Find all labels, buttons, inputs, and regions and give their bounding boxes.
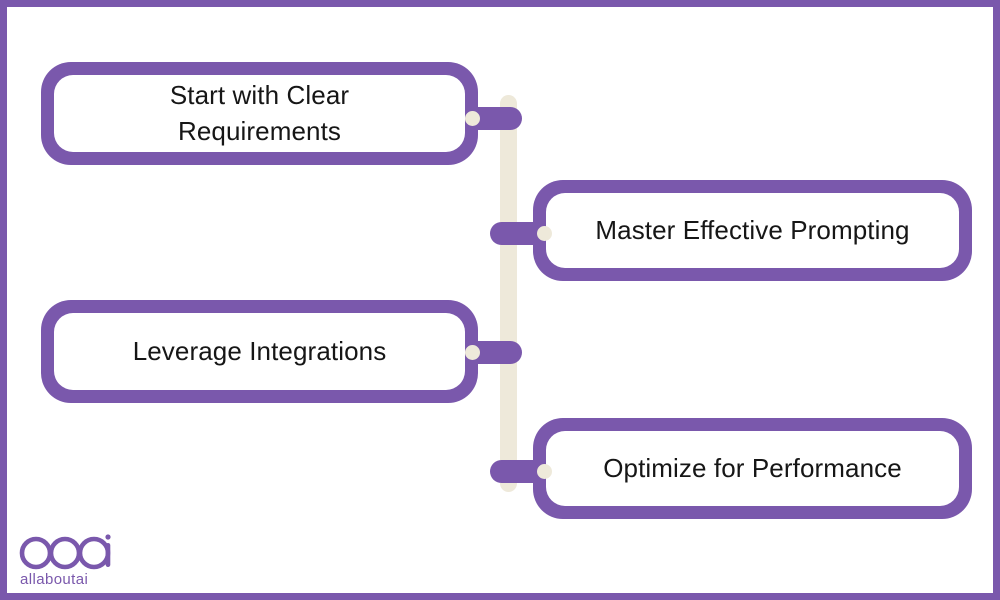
node-card-4[interactable]: Optimize for Performance (533, 418, 972, 519)
connector-dot-node-3 (465, 345, 480, 360)
node-card-2[interactable]: Master Effective Prompting (533, 180, 972, 281)
allaboutai-logo-mark-icon: allaboutai (19, 534, 111, 588)
infographic-stage: Start with Clear Requirements Master Eff… (7, 7, 993, 593)
allaboutai-wordmark: allaboutai (20, 571, 88, 588)
node-card-1-inner: Start with Clear Requirements (54, 75, 465, 152)
connector-dot-node-4 (537, 464, 552, 479)
node-card-1-label: Start with Clear Requirements (169, 80, 350, 146)
node-card-4-label: Optimize for Performance (603, 452, 902, 483)
logo-dot-icon (105, 534, 111, 540)
connector-dot-node-1 (465, 111, 480, 126)
node-card-3-label: Leverage Integrations (132, 335, 387, 366)
node-card-4-inner: Optimize for Performance (546, 431, 959, 506)
node-card-2-inner: Master Effective Prompting (546, 193, 959, 268)
node-card-3-inner: Leverage Integrations (54, 313, 465, 390)
connector-dot-node-2 (537, 226, 552, 241)
node-card-2-label: Master Effective Prompting (595, 214, 910, 245)
node-card-3[interactable]: Leverage Integrations (41, 300, 478, 403)
node-card-1[interactable]: Start with Clear Requirements (41, 62, 478, 165)
logo-stem (105, 543, 111, 567)
allaboutai-logo[interactable]: allaboutai (18, 533, 138, 589)
vertical-timeline-spine (500, 95, 517, 492)
